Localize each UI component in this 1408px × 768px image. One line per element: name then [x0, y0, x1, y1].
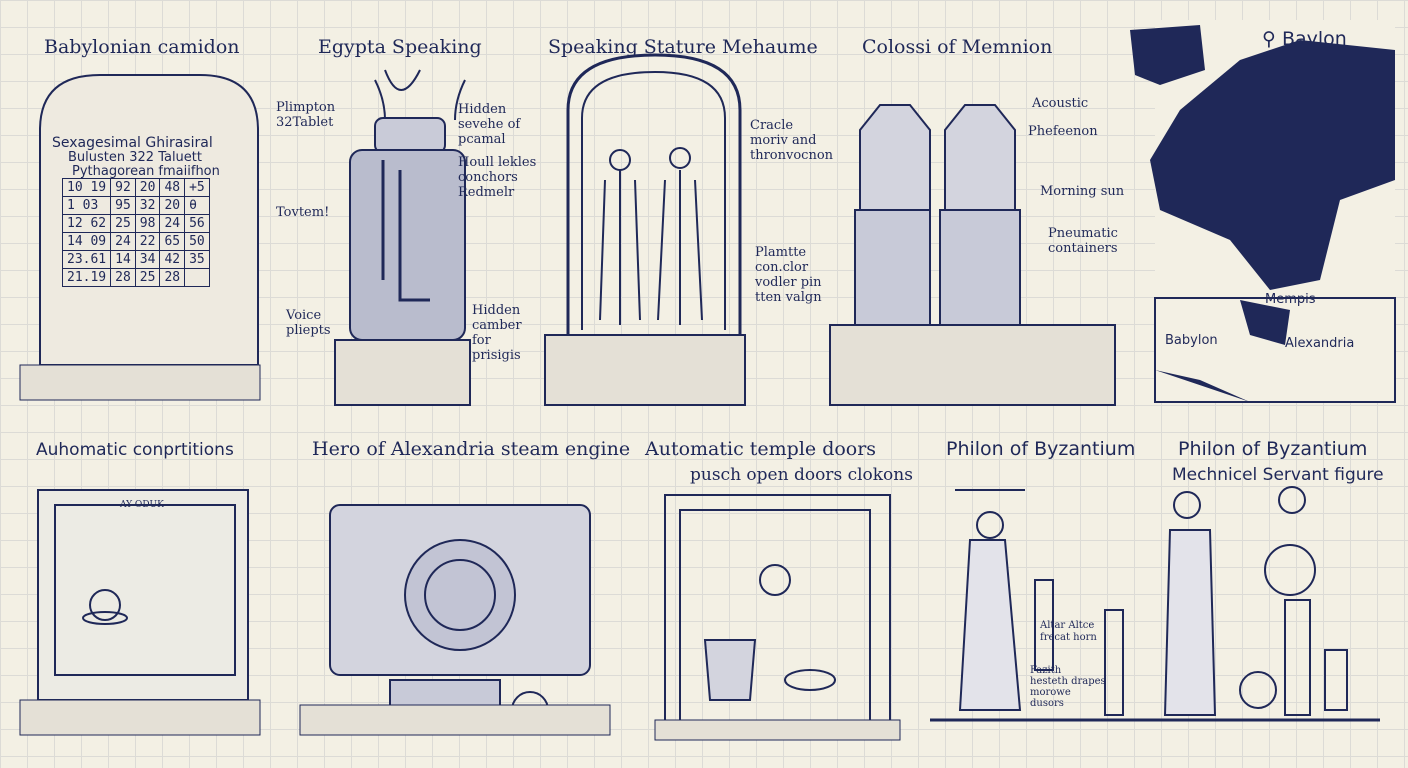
babylonian-title: Babylonian camidon	[44, 36, 240, 58]
cell: 92	[110, 178, 136, 197]
cell: 35	[184, 250, 210, 269]
cell: 20	[134, 178, 161, 197]
automatic-panel	[19, 489, 261, 736]
cell: 20	[159, 196, 186, 215]
cell: 25	[134, 268, 161, 287]
cell: +5	[184, 178, 210, 197]
cell: 48	[159, 178, 186, 197]
statue-shrine	[544, 53, 746, 406]
cell: 23.61	[61, 250, 112, 269]
callout-label: Altar Altce frecat horn	[1040, 620, 1097, 643]
inner-label: AY ODUK	[120, 500, 164, 510]
cell: 10 19	[61, 178, 112, 197]
cell: 12 62	[61, 214, 112, 233]
callout-label: Plamtte con.clor vodler pin tten valgn	[755, 245, 822, 305]
cell: 95	[110, 196, 136, 215]
cell: 28	[110, 268, 136, 287]
cell: 21.19	[61, 268, 112, 287]
callout-label: Fazith hesteth drapes morowe dusors	[1030, 665, 1106, 709]
callout-label: Tovtem!	[276, 205, 330, 220]
callout-label: Pneumatic containers	[1048, 226, 1118, 256]
temple-doors	[654, 494, 901, 741]
callout-label: Cracle moriv and thronvocnon	[750, 118, 834, 163]
colossi-statues	[829, 104, 1116, 406]
map-place: Babylon	[1165, 333, 1218, 348]
steam-engine	[299, 504, 611, 736]
callout-label: Phefeenon	[1028, 124, 1098, 139]
cell: 25	[110, 214, 136, 233]
colossi-title: Colossi of Memnion	[862, 36, 1053, 58]
callout-label: Hidden sevehe of pcamal	[458, 102, 521, 147]
callout-label: Houll lekles conchors Redmelr	[458, 155, 537, 200]
map-place: Alexandria	[1285, 336, 1355, 351]
cell: 22	[134, 232, 161, 251]
map-title: ⚲ Baylon	[1262, 28, 1347, 50]
cell: 14 09	[61, 232, 112, 251]
cell: 34	[134, 250, 161, 269]
cell: 32	[134, 196, 161, 215]
map-pin-icon: ⚲	[1262, 28, 1282, 50]
doors-subtitle: pusch open doors clokons	[690, 465, 913, 485]
cell: 56	[184, 214, 210, 233]
callout-label: Morning sun	[1040, 184, 1125, 199]
cell	[184, 268, 210, 287]
philon-subtitle: Mechnicel Servant figure	[1172, 465, 1384, 485]
cell: 65	[159, 232, 186, 251]
tablet-subtitle: Pythagorean fmaiifhon	[72, 164, 220, 179]
philon-title: Philon of Byzantium	[1178, 438, 1368, 460]
callout-label: Hidden camber for prisigis	[472, 303, 522, 363]
cell: 98	[134, 214, 161, 233]
automatic-title: Auhomatic conprtitions	[36, 440, 234, 460]
cell: θ	[184, 196, 210, 215]
map-title-text: Baylon	[1281, 28, 1347, 50]
callout-label: Voice pliepts	[286, 308, 331, 338]
cell: 24	[110, 232, 136, 251]
tablet-header: Sexagesimal Ghirasiral	[52, 135, 213, 151]
egypt-title: Egypta Speaking	[318, 36, 482, 58]
cell: 50	[184, 232, 210, 251]
tablet-subtitle: Bulusten 322 Taluett	[68, 150, 202, 165]
doors-title: Automatic temple doors	[645, 438, 877, 460]
callout-label: Acoustic	[1032, 96, 1089, 111]
philon-title: Philon of Byzantium	[946, 438, 1136, 460]
speaking-jar	[334, 69, 471, 406]
cell: 14	[110, 250, 136, 269]
philon-figures	[930, 486, 1380, 722]
cell: 24	[159, 214, 186, 233]
callout-label: Plimpton 32Tablet	[276, 100, 336, 130]
cell: 28	[159, 268, 186, 287]
cell: 42	[159, 250, 186, 269]
map-place: Mempis	[1265, 292, 1316, 307]
hero-title: Hero of Alexandria steam engine	[312, 438, 631, 460]
cell: 1 03	[61, 196, 112, 215]
statue-title: Speaking Stature Mehaume	[548, 36, 818, 58]
